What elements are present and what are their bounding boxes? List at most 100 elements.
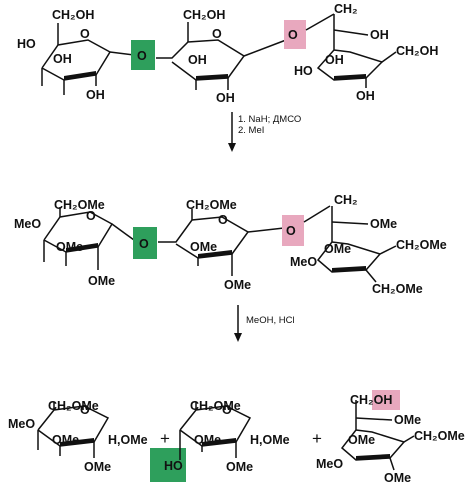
r2-glycosidic-oxygen-pink: O (286, 224, 296, 238)
p2-c4-label: HO (164, 459, 183, 473)
p3-c2-bond (389, 457, 395, 471)
r2-glycosidic-oxygen-highlight-green (133, 227, 157, 259)
p2-c3-label: OMe (194, 433, 221, 447)
p3-hydroxyl-highlight-pink (372, 390, 400, 410)
r2-ring-c-c3-label: OMe (324, 242, 351, 256)
r2-ring-c-c2-label: CH₂OMe (372, 282, 423, 296)
row-2-ring-c: CH₂ OMe CH₂OMe MeO OMe CH₂OMe (290, 193, 447, 296)
r2-ring-b-c3-label: OMe (190, 240, 217, 254)
p1-c3-label: OMe (52, 433, 79, 447)
row-2-permethylated: CH₂OMe MeO O OMe OMe O CH₂OMe O OMe OMe … (14, 193, 447, 296)
row-1-ring-a: CH₂OH HO O OH OH (17, 8, 135, 102)
row-3-product-2: CH₂OMe O OMe H,OMe HO OMe (150, 399, 290, 482)
p2-c2-label: OMe (226, 460, 253, 474)
row-3-product-1: CH₂OMe MeO O OMe H,OMe OMe (8, 399, 148, 474)
r2-ring-b-ring-oxygen: O (218, 213, 228, 227)
p1-anomeric-label: H,OMe (108, 433, 148, 447)
p3-c5-label: OMe (394, 413, 421, 427)
r2-ring-c-c6-label: CH₂ (334, 193, 358, 207)
r2-ring-a-ring-oxygen: O (86, 209, 96, 223)
glycosidic-oxygen-highlight-green (131, 40, 155, 70)
r2-ring-c-bonds (316, 206, 382, 273)
p1-c6-label: CH₂OMe (48, 399, 99, 413)
arrow-2-head (234, 333, 242, 342)
p2-c6-label: CH₂OMe (190, 399, 241, 413)
ring-c-linker-bond (305, 13, 335, 31)
r2-ring-c-linker-bond (303, 205, 331, 223)
ring-a-wedge (64, 71, 96, 80)
p2-anomeric-label: H,OMe (250, 433, 290, 447)
p1-c2-label: OMe (84, 460, 111, 474)
ring-c-c6-label: CH₂ (334, 2, 358, 16)
r2-glycosidic-oxygen-highlight-pink (282, 215, 304, 246)
r2-ring-a-c6-label: CH₂OMe (54, 198, 105, 212)
r2-glycosidic-oxygen-green: O (139, 237, 149, 251)
p2-wedge (202, 438, 236, 446)
r2-ring-b-bonds (158, 216, 250, 259)
ring-b-ring-oxygen: O (212, 27, 222, 41)
r2-ring-b-wedge (198, 250, 232, 258)
row-3-products: CH₂OMe MeO O OMe H,OMe OMe + CH₂OMe O OM… (8, 390, 465, 485)
ring-c-c1-label: CH₂OH (396, 44, 438, 58)
r2-ring-a-c2-label: OMe (88, 274, 115, 288)
p2-ring-oxygen: O (222, 403, 232, 417)
plus-sign-1: + (160, 429, 170, 448)
ring-c-c2-label: OH (356, 89, 375, 103)
row-3-product-3: CH₂OH OMe CH₂OMe MeO OMe OMe (316, 390, 465, 485)
ring-a-c6-label: CH₂OH (52, 8, 94, 22)
reaction-arrow-2: MeOH, HCl (234, 305, 295, 342)
r2-ring-c-c5-bond (331, 221, 369, 225)
p1-c4-label: MeO (8, 417, 35, 431)
glycosidic-oxygen-pink: O (288, 28, 298, 42)
glycosidic-oxygen-green: O (137, 49, 147, 63)
r2-ring-c-c1-bond (379, 245, 397, 255)
arrow-1-step-2: 2. MeI (238, 125, 264, 136)
ring-c-wedge (334, 74, 366, 80)
r2-ring-a-glycosidic-bond (111, 223, 135, 241)
ring-b-c6-label: CH₂OH (183, 8, 225, 22)
r2-ring-b-c6-label: CH₂OMe (186, 198, 237, 212)
glycosidic-oxygen-highlight-pink (284, 20, 306, 49)
r2-ring-c-c5-label: OMe (370, 217, 397, 231)
r2-ring-c-wedge (332, 266, 366, 272)
r2-ring-c-c1-label: CH₂OMe (396, 238, 447, 252)
ring-c-c4-label: HO (294, 64, 313, 78)
r2-ring-a-c4-label: MeO (14, 217, 41, 231)
reaction-arrow-1: 1. NaH; ДМСО 2. MeI (228, 112, 301, 152)
row-2-ring-b: CH₂OMe O OMe OMe (158, 198, 285, 292)
r2-ring-b-c2-label: OMe (224, 278, 251, 292)
arrow-1-head (228, 143, 236, 152)
p3-c5-bond (355, 417, 393, 421)
ring-c-c1-bond (381, 51, 397, 63)
arrow-2-reagents: MeOH, HCl (246, 315, 295, 326)
arrow-1-step-1: 1. NaH; ДМСО (238, 114, 301, 125)
ring-b-wedge (196, 74, 228, 80)
p3-c1-label: CH₂OMe (414, 429, 465, 443)
p3-c2-label: OMe (384, 471, 411, 485)
p3-wedge (356, 454, 390, 460)
p3-c3-label: OMe (348, 433, 375, 447)
r2-ring-a-c3-label: OMe (56, 240, 83, 254)
p3-c4-label: MeO (316, 457, 343, 471)
ring-a-c3-label: OH (53, 52, 72, 66)
ring-b-glycosidic-bond (243, 39, 287, 57)
p3-c6-label: CH₂OH (350, 393, 392, 407)
p1-ring-oxygen: O (80, 403, 90, 417)
ring-a-c2-label: OH (86, 88, 105, 102)
r2-ring-c-c4-label: MeO (290, 255, 317, 269)
row-2-ring-a: CH₂OMe MeO O OMe OMe (14, 198, 135, 288)
row-1-ring-b: CH₂OH O OH OH (156, 8, 287, 105)
ring-a-c4-label: HO (17, 37, 36, 51)
ring-c-c3-label: OH (325, 53, 344, 67)
row-1-starting-trisaccharide: CH₂OH HO O OH OH O CH₂OH O OH OH O (17, 2, 438, 105)
ring-b-c2-label: OH (216, 91, 235, 105)
r2-ring-a-wedge (66, 243, 98, 252)
r2-ring-b-glycosidic-bond (247, 227, 285, 233)
ring-c-c5-label: OH (370, 28, 389, 42)
plus-sign-2: + (312, 429, 322, 448)
ring-a-glycosidic-bond (109, 51, 135, 56)
p3-c1-bond (403, 435, 415, 443)
ring-a-ring-oxygen: O (80, 27, 90, 41)
ring-c-bonds (316, 14, 384, 81)
